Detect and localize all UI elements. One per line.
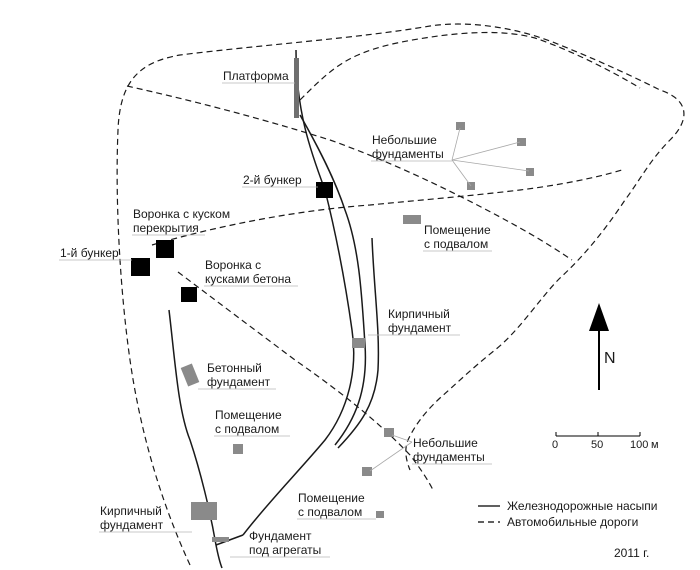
- rail-branch-right: [337, 237, 380, 449]
- north-arrow: N: [589, 303, 616, 390]
- rail-spur-left: [168, 309, 223, 569]
- brick-foundation-left-marker: [191, 502, 217, 520]
- label-bunker-2: 2-й бункер: [243, 173, 302, 187]
- label-brick-foundation-right-2: фундамент: [388, 321, 452, 335]
- label-basement-bottom: Помещение: [298, 491, 365, 505]
- legend-road-label: Автомобильные дороги: [507, 515, 638, 529]
- north-arrow-head-icon: [589, 303, 609, 331]
- scale-bar: 0 50 100 м: [552, 432, 659, 451]
- scale-tick-50: 50: [591, 439, 603, 451]
- road-inner-upper: [299, 31, 641, 101]
- basement-bottom-marker: [376, 511, 384, 518]
- label-basement-mid-2: с подвалом: [215, 422, 279, 436]
- label-crater-concrete-2: кусками бетона: [205, 272, 291, 286]
- road-perimeter: [116, 23, 685, 566]
- road-diagonal-lower: [177, 271, 434, 491]
- label-platform: Платформа: [223, 69, 289, 83]
- road-diagonal-upper: [126, 85, 573, 261]
- brick-foundation-right-marker: [352, 338, 365, 348]
- label-units-foundation-2: под агрегаты: [249, 543, 321, 557]
- label-crater-concrete: Воронка с: [205, 258, 261, 272]
- units-foundation-marker: [212, 537, 229, 542]
- label-small-foundations-bottom-2: фундаменты: [413, 450, 485, 464]
- label-brick-foundation-left: Кирпичный: [100, 504, 162, 518]
- bunker-1-marker: [131, 258, 150, 276]
- legend-rail-label: Железнодорожные насыпи: [507, 499, 657, 513]
- label-concrete-foundation: Бетонный: [207, 361, 262, 375]
- basement-mid-marker: [233, 444, 243, 454]
- label-basement-top: Помещение: [424, 223, 491, 237]
- scale-tick-0: 0: [552, 439, 558, 451]
- small-foundation-3: [526, 168, 534, 176]
- foundations: [180, 122, 534, 542]
- platform-strip: [294, 58, 299, 118]
- road-crossing-middle: [151, 169, 623, 246]
- label-basement-bottom-2: с подвалом: [298, 505, 362, 519]
- basement-top-marker: [403, 215, 421, 224]
- label-bunker-1: 1-й бункер: [60, 246, 119, 260]
- labels: Платформа Небольшие фундаменты 2-й бунке…: [59, 69, 492, 558]
- rail-main: [242, 49, 355, 536]
- label-brick-foundation-right: Кирпичный: [388, 307, 450, 321]
- scale-unit: м: [651, 439, 659, 451]
- crater-concrete-marker: [181, 287, 197, 302]
- scale-tick-100: 100: [630, 439, 648, 451]
- small-foundation-bottom-1: [384, 428, 394, 437]
- label-basement-mid: Помещение: [215, 408, 282, 422]
- roads: [116, 23, 685, 566]
- rails: [168, 49, 380, 569]
- small-foundation-1: [456, 122, 465, 130]
- legend: Железнодорожные насыпи Автомобильные дор…: [478, 499, 657, 529]
- bunkers: [131, 182, 333, 302]
- label-crater-cover-2: перекрытия: [133, 221, 199, 235]
- label-basement-top-2: с подвалом: [424, 237, 488, 251]
- label-small-foundations-top-2: фундаменты: [372, 147, 444, 161]
- label-crater-cover: Воронка с куском: [133, 207, 230, 221]
- concrete-foundation-marker: [180, 363, 200, 387]
- bunker-2-marker: [316, 182, 333, 198]
- label-small-foundations-bottom: Небольшие: [413, 436, 478, 450]
- label-small-foundations-top: Небольшие: [372, 133, 437, 147]
- small-foundation-bottom-2: [362, 467, 372, 476]
- map-year: 2011 г.: [614, 546, 649, 560]
- leader-lines: [369, 127, 530, 472]
- label-brick-foundation-left-2: фундамент: [100, 518, 164, 532]
- small-foundation-2: [517, 138, 526, 146]
- label-units-foundation: Фундамент: [249, 529, 312, 543]
- rail-junction-lower: [215, 534, 244, 546]
- north-label: N: [604, 350, 616, 367]
- rail-branch-left: [299, 114, 367, 446]
- crater-cover-marker: [156, 240, 174, 258]
- label-concrete-foundation-2: фундамент: [207, 375, 271, 389]
